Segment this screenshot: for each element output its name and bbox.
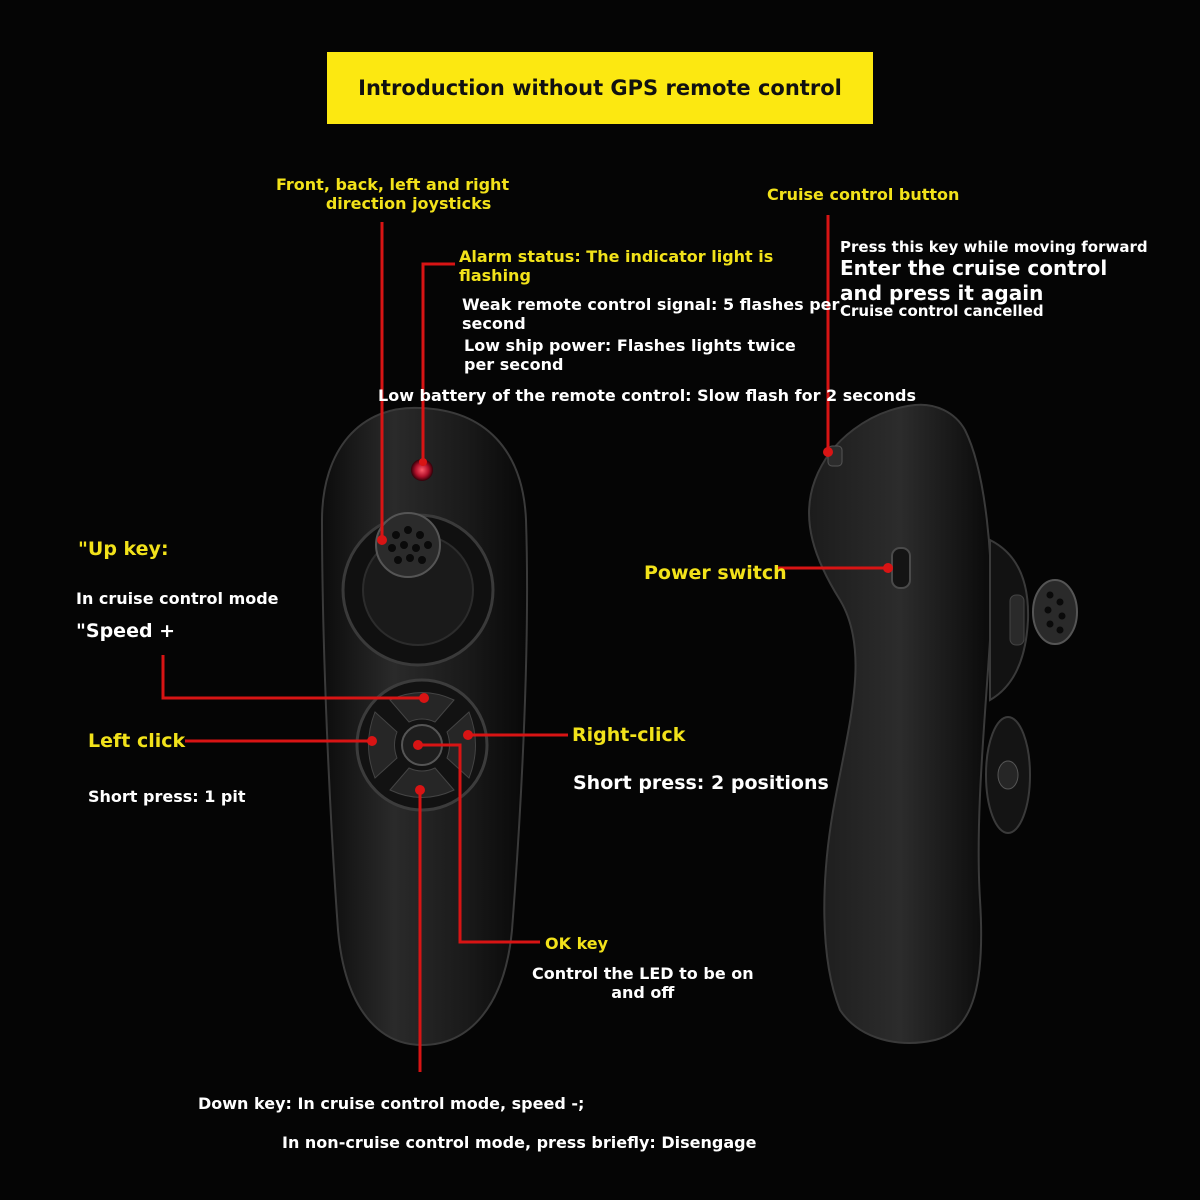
down-key-line2: In non-cruise control mode, press briefl… <box>282 1133 757 1152</box>
joystick-knob-side[interactable] <box>1032 579 1078 645</box>
alarm-weak-signal: Weak remote control signal: 5 flashes pe… <box>462 295 839 333</box>
alarm-weak-line1: Weak remote control signal: 5 flashes pe… <box>462 295 840 314</box>
alarm-lowship-line2: per second <box>464 355 564 375</box>
joystick-label-line2: direction joysticks <box>325 194 492 214</box>
up-key[interactable] <box>389 692 455 723</box>
alarm-title-line2: flashing <box>459 266 531 286</box>
ok-key-title: OK key <box>545 934 609 953</box>
cruise-line2: Enter the cruise control <box>840 256 1108 280</box>
indicator-led <box>411 459 433 481</box>
ok-key-desc: Control the LED to be on and off <box>532 964 754 1002</box>
left-key[interactable] <box>368 711 398 779</box>
alarm-title-line1: Alarm status: The indicator light is <box>459 247 774 266</box>
right-click-title: Right-click <box>572 724 686 746</box>
leader-up-key <box>161 655 420 700</box>
leader-alarm <box>421 262 455 462</box>
cruise-line1: Press this key while moving forward <box>840 238 1148 256</box>
leader-ok-key <box>418 743 540 944</box>
leader-lines <box>161 215 888 1072</box>
left-click-desc: Short press: 1 pit <box>88 787 246 806</box>
power-switch-label: Power switch <box>644 562 787 584</box>
right-click-desc: Short press: 2 positions <box>573 772 829 794</box>
ok-key-line2: and off <box>611 983 675 1003</box>
alarm-lowship-line1: Low ship power: Flashes lights twice <box>464 336 796 355</box>
joystick-label-line1: Front, back, left and right <box>276 175 510 194</box>
up-key-line1: In cruise control mode <box>76 589 279 608</box>
joystick-label: Front, back, left and right direction jo… <box>276 175 509 213</box>
left-click-title: Left click <box>88 730 186 752</box>
alarm-title: Alarm status: The indicator light is fla… <box>459 247 773 285</box>
cruise-title: Cruise control button <box>767 185 960 204</box>
down-key[interactable] <box>389 767 455 798</box>
down-key-line1: Down key: In cruise control mode, speed … <box>198 1094 585 1113</box>
power-switch[interactable] <box>891 547 911 589</box>
cruise-line3: and press it again <box>840 281 1044 305</box>
remote-front-view <box>320 406 529 1047</box>
leader-dots <box>367 447 893 795</box>
cruise-line4: Cruise control cancelled <box>840 302 1044 320</box>
ok-key-line1: Control the LED to be on <box>532 964 754 983</box>
alarm-low-battery: Low battery of the remote control: Slow … <box>378 386 916 405</box>
alarm-weak-line2: second <box>462 314 526 334</box>
alarm-low-ship-power: Low ship power: Flashes lights twice per… <box>464 336 796 374</box>
title-banner: Introduction without GPS remote control <box>327 52 873 124</box>
up-key-line2: "Speed + <box>76 620 176 642</box>
remote-side-view <box>808 403 1078 1044</box>
up-key-title: "Up key: <box>78 538 169 560</box>
page-title: Introduction without GPS remote control <box>358 76 842 100</box>
